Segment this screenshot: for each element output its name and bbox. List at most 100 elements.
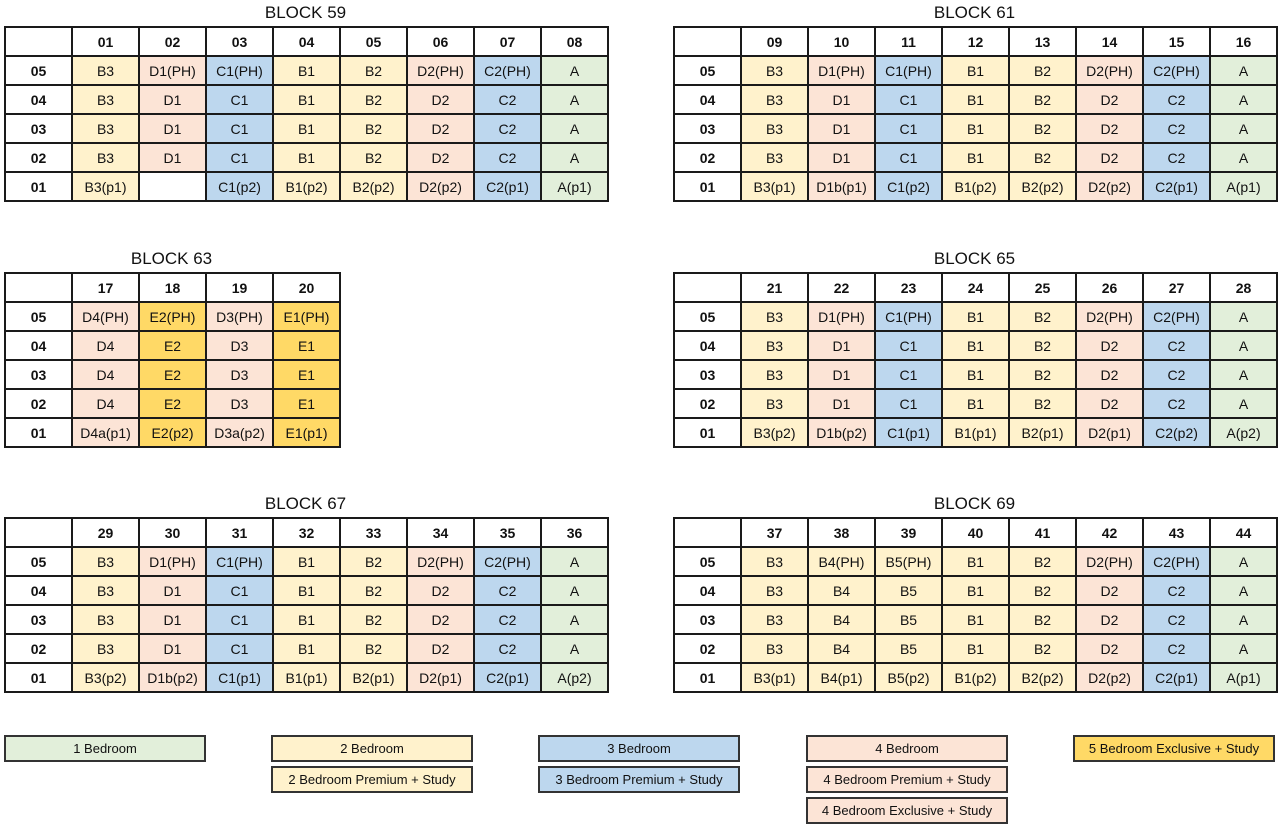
unit-cell: B4(p1): [807, 662, 876, 693]
unit-cell: C1: [205, 113, 274, 144]
unit-cell: B2: [339, 55, 408, 86]
stack-header: 42: [1075, 517, 1144, 548]
unit-cell: B1(p2): [272, 171, 341, 202]
unit-cell: B2: [339, 142, 408, 173]
unit-cell: B3(p1): [71, 171, 140, 202]
unit-cell: B2(p2): [1008, 171, 1077, 202]
unit-cell: B3: [71, 633, 140, 664]
stack-header: 24: [941, 272, 1010, 303]
unit-cell: D1b(p1): [807, 171, 876, 202]
stack-header: 44: [1209, 517, 1278, 548]
unit-cell: D1: [138, 633, 207, 664]
unit-cell: A(p1): [1209, 662, 1278, 693]
stack-header: 06: [406, 26, 475, 57]
stack-header: 18: [138, 272, 207, 303]
corner-cell: [4, 272, 73, 303]
unit-cell: B3: [71, 113, 140, 144]
unit-cell: C1(p1): [874, 417, 943, 448]
stack-header: 14: [1075, 26, 1144, 57]
stack-header: 38: [807, 517, 876, 548]
unit-cell: C1: [874, 113, 943, 144]
legend-item: 4 Bedroom Premium + Study: [806, 766, 1008, 793]
unit-cell: B3(p1): [740, 171, 809, 202]
unit-cell: E2: [138, 388, 207, 419]
unit-cell: B1(p2): [941, 662, 1010, 693]
floor-label: 04: [4, 84, 73, 115]
stack-header: 11: [874, 26, 943, 57]
unit-cell: B2(p1): [339, 662, 408, 693]
unit-cell: D2: [406, 575, 475, 606]
unit-cell: D1: [138, 575, 207, 606]
stack-header: 19: [205, 272, 274, 303]
floor-label: 05: [4, 55, 73, 86]
unit-cell: D3(PH): [205, 301, 274, 332]
unit-cell: B2: [1008, 330, 1077, 361]
unit-cell: D1(PH): [807, 301, 876, 332]
unit-cell: B2: [1008, 84, 1077, 115]
floor-label: 04: [4, 330, 73, 361]
unit-cell: B3(p2): [71, 662, 140, 693]
unit-cell: C2: [473, 575, 542, 606]
unit-cell: D4: [71, 359, 140, 390]
unit-cell: B3(p1): [740, 662, 809, 693]
unit-cell: C2: [1142, 633, 1211, 664]
legend-item: 4 Bedroom Exclusive + Study: [806, 797, 1008, 824]
unit-cell: C2: [1142, 359, 1211, 390]
unit-cell: C1: [205, 575, 274, 606]
stack-header: 16: [1209, 26, 1278, 57]
stack-header: 05: [339, 26, 408, 57]
unit-cell: D2(p2): [406, 171, 475, 202]
unit-cell: D2(p1): [1075, 417, 1144, 448]
unit-cell: A: [1209, 388, 1278, 419]
floor-label: 02: [4, 633, 73, 664]
stack-header: 36: [540, 517, 609, 548]
floor-label: 03: [4, 604, 73, 635]
stack-header: 15: [1142, 26, 1211, 57]
legend-item: 3 Bedroom: [538, 735, 740, 762]
unit-cell: B1: [272, 546, 341, 577]
unit-cell: B4: [807, 604, 876, 635]
floor-label: 01: [673, 662, 742, 693]
unit-cell: B1: [941, 546, 1010, 577]
unit-cell: B1: [941, 575, 1010, 606]
floor-label: 01: [4, 171, 73, 202]
unit-cell: D1: [138, 84, 207, 115]
unit-cell: C2: [473, 633, 542, 664]
floor-label: 01: [4, 662, 73, 693]
unit-cell: C2: [1142, 388, 1211, 419]
corner-cell: [673, 517, 742, 548]
block-title: BLOCK 65: [933, 249, 1016, 268]
unit-cell: A(p2): [540, 662, 609, 693]
corner-cell: [673, 26, 742, 57]
unit-cell: B3: [71, 575, 140, 606]
unit-cell: C1: [205, 633, 274, 664]
floor-label: 02: [4, 142, 73, 173]
floor-label: 03: [673, 359, 742, 390]
unit-cell: B4: [807, 575, 876, 606]
unit-cell: D2(PH): [406, 546, 475, 577]
stack-header: 31: [205, 517, 274, 548]
unit-cell: A(p1): [540, 171, 609, 202]
unit-cell: B3: [740, 330, 809, 361]
unit-cell: A: [540, 575, 609, 606]
unit-cell: D2: [1075, 84, 1144, 115]
unit-cell: B2: [1008, 301, 1077, 332]
unit-cell: A: [540, 113, 609, 144]
stack-header: 13: [1008, 26, 1077, 57]
unit-cell: C2: [1142, 575, 1211, 606]
stack-header: 34: [406, 517, 475, 548]
unit-cell: B2: [1008, 388, 1077, 419]
unit-cell: A: [1209, 546, 1278, 577]
